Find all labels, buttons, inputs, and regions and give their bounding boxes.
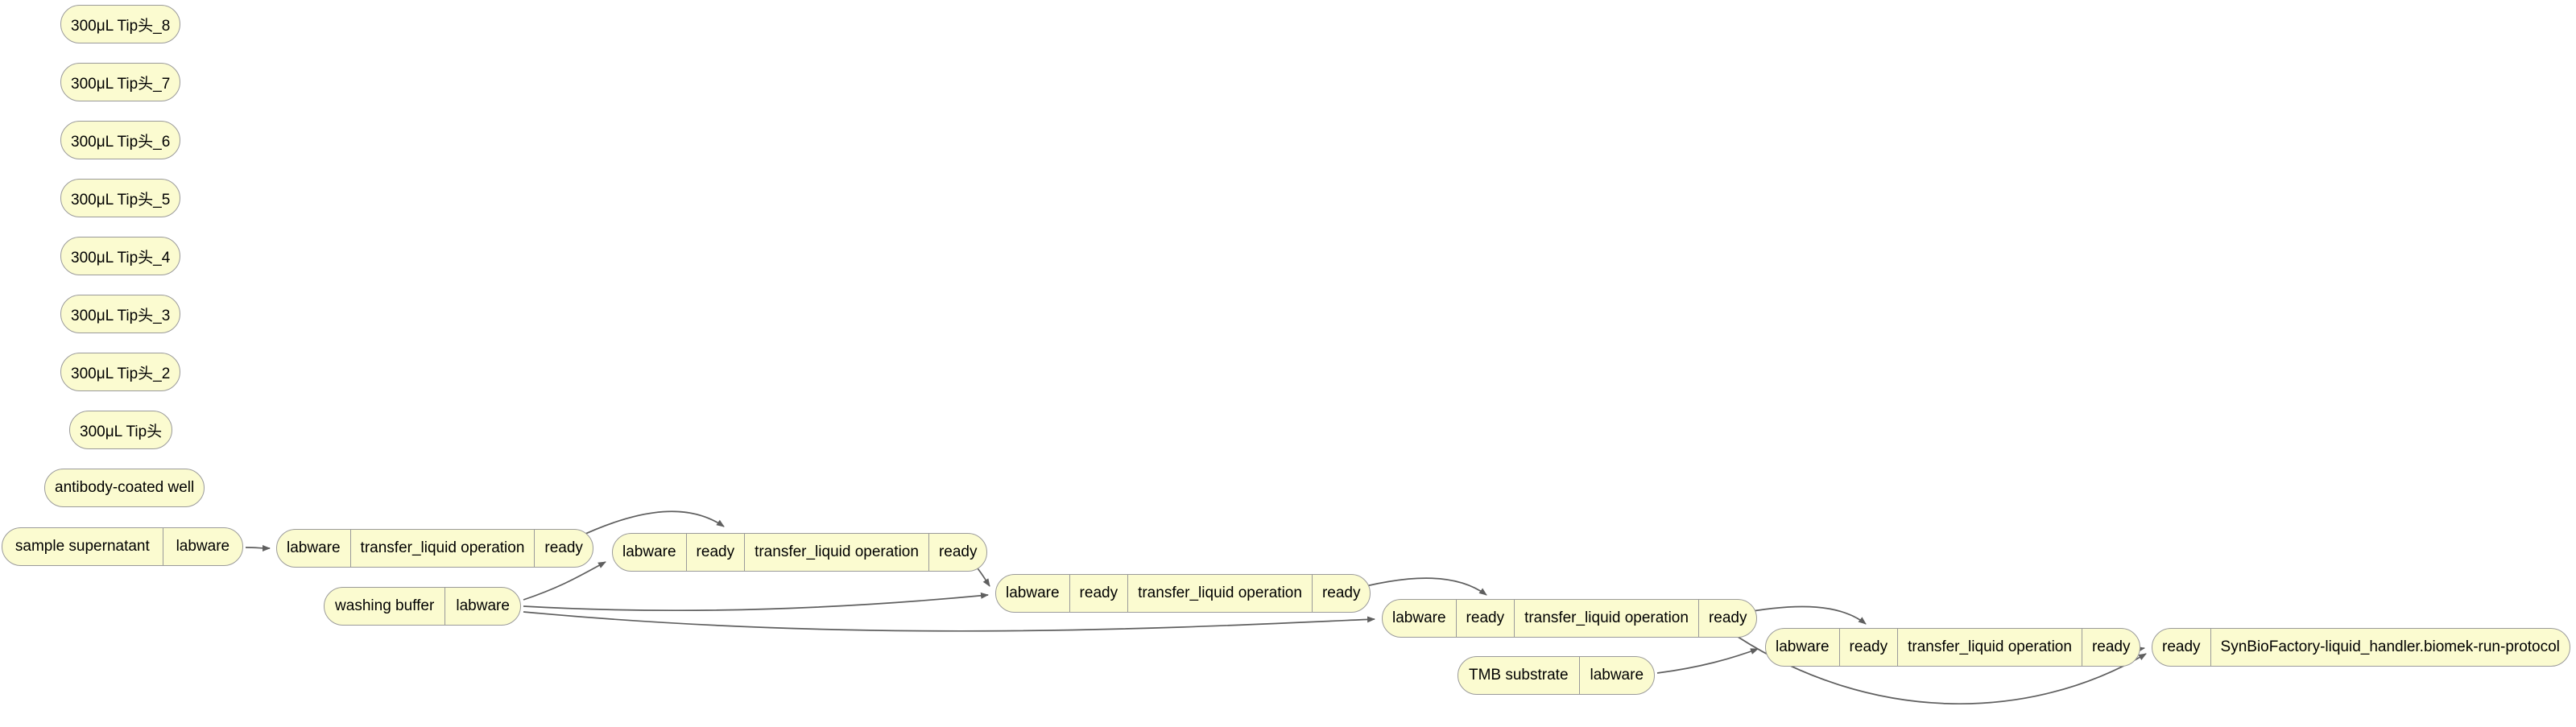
tip-5-label: 300μL Tip头_5 xyxy=(71,191,171,209)
tip-3-label: 300μL Tip头_3 xyxy=(71,307,171,324)
transfer-op-5-operation-label: transfer_liquid operation xyxy=(1897,629,2082,666)
tip-7-label: 300μL Tip头_7 xyxy=(71,75,171,93)
sample-supernatant-labware-port: labware xyxy=(162,528,242,565)
node-transfer-op-5: labware ready transfer_liquid operation … xyxy=(1765,628,2141,667)
edge-tmb-substrate-to-transfer-op-5 xyxy=(1656,648,1759,674)
washing-buffer-labware-port: labware xyxy=(444,588,520,625)
transfer-op-4-operation-label: transfer_liquid operation xyxy=(1514,600,1698,637)
washing-buffer-label: washing buffer xyxy=(335,597,435,614)
node-sample-supernatant: sample supernatant labware xyxy=(2,527,243,566)
sample-supernatant-label: sample supernatant xyxy=(14,538,150,555)
node-transfer-op-3: labware ready transfer_liquid operation … xyxy=(995,574,1371,613)
node-antibody-coated-well: antibody-coated well xyxy=(44,469,205,507)
transfer-op-1-operation-label: transfer_liquid operation xyxy=(349,530,535,567)
transfer-op-2-operation-label: transfer_liquid operation xyxy=(744,534,928,571)
antibody-coated-well-label: antibody-coated well xyxy=(55,479,195,496)
transfer-op-4-ready-out-port: ready xyxy=(1697,600,1757,637)
transfer-op-4-labware-port: labware xyxy=(1392,609,1446,626)
node-tip-6: 300μL Tip头_6 xyxy=(60,121,181,159)
node-tip-2: 300μL Tip头_2 xyxy=(60,353,181,391)
run-protocol-label: SynBioFactory-liquid_handler.biomek-run-… xyxy=(2210,629,2570,666)
edge-washing-buffer-to-transfer-op-2 xyxy=(523,561,606,601)
transfer-op-3-operation-label: transfer_liquid operation xyxy=(1127,575,1312,612)
edge-washing-buffer-to-transfer-op-4 xyxy=(523,611,1375,632)
node-transfer-op-4: labware ready transfer_liquid operation … xyxy=(1382,599,1758,638)
transfer-op-5-ready-out-port: ready xyxy=(2081,629,2140,666)
node-tip-3: 300μL Tip头_3 xyxy=(60,295,181,333)
node-tip-7: 300μL Tip头_7 xyxy=(60,63,181,101)
transfer-op-5-ready-in-port: ready xyxy=(1838,629,1898,666)
transfer-op-2-labware-port: labware xyxy=(622,543,676,560)
transfer-op-3-labware-port: labware xyxy=(1006,584,1060,601)
run-protocol-ready-port: ready xyxy=(2162,638,2201,655)
transfer-op-2-ready-in-port: ready xyxy=(685,534,745,571)
tip-4-label: 300μL Tip头_4 xyxy=(71,249,171,266)
tip-1-label: 300μL Tip头 xyxy=(80,423,163,440)
transfer-op-3-ready-in-port: ready xyxy=(1069,575,1128,612)
edge-transfer-op-1-to-transfer-op-2 xyxy=(574,510,725,539)
edge-washing-buffer-to-transfer-op-3 xyxy=(523,592,989,612)
tmb-substrate-labware-port: labware xyxy=(1578,657,1655,694)
transfer-op-3-ready-out-port: ready xyxy=(1311,575,1371,612)
transfer-op-1-ready-port: ready xyxy=(534,530,593,567)
transfer-op-4-ready-in-port: ready xyxy=(1455,600,1515,637)
node-tip-1: 300μL Tip头 xyxy=(69,411,173,449)
tip-6-label: 300μL Tip头_6 xyxy=(71,133,171,151)
edge-sample-supernatant-to-transfer-op-1 xyxy=(245,544,271,551)
node-transfer-op-2: labware ready transfer_liquid operation … xyxy=(612,533,988,572)
node-washing-buffer: washing buffer labware xyxy=(324,587,521,626)
node-tip-8: 300μL Tip头_8 xyxy=(60,5,181,43)
transfer-op-5-labware-port: labware xyxy=(1776,638,1830,655)
node-transfer-op-1: labware transfer_liquid operation ready xyxy=(276,529,593,568)
tmb-substrate-label: TMB substrate xyxy=(1468,667,1569,684)
transfer-op-1-labware-port: labware xyxy=(287,539,341,556)
node-tip-4: 300μL Tip头_4 xyxy=(60,237,181,275)
node-tip-5: 300μL Tip头_5 xyxy=(60,179,181,217)
node-run-protocol: ready SynBioFactory-liquid_handler.biome… xyxy=(2152,628,2570,667)
transfer-op-2-ready-out-port: ready xyxy=(928,534,987,571)
node-tmb-substrate: TMB substrate labware xyxy=(1458,656,1655,695)
tip-2-label: 300μL Tip头_2 xyxy=(71,365,171,382)
tip-8-label: 300μL Tip头_8 xyxy=(71,17,171,35)
